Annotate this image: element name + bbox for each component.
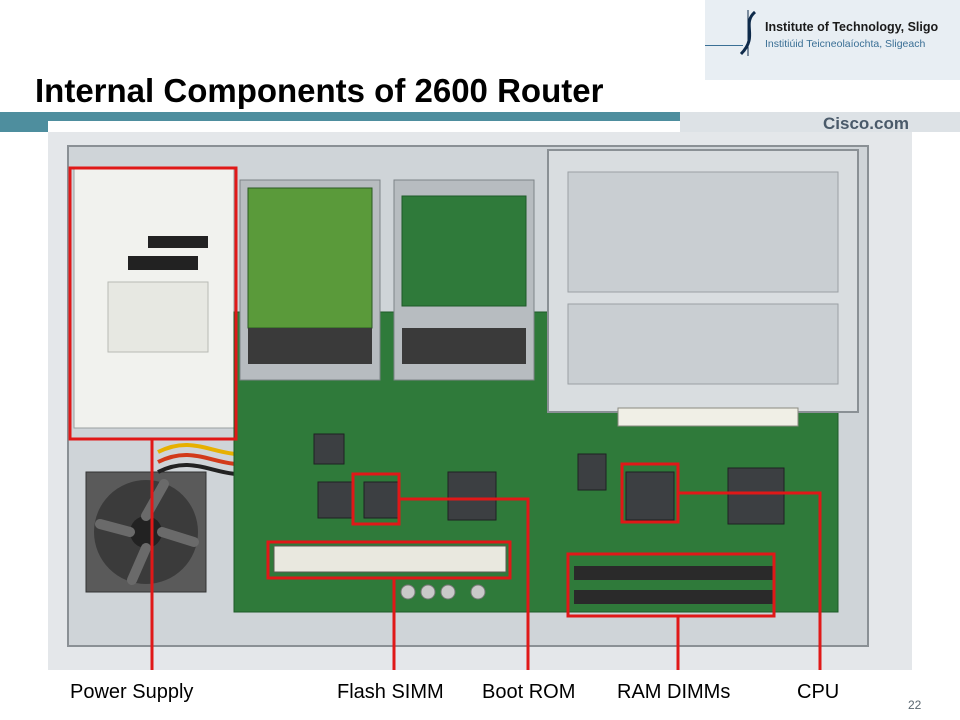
cisco-brand: Cisco.com	[823, 114, 909, 133]
logo-line-1: Institute of Technology, Sligo	[765, 20, 939, 34]
label-cpu: CPU	[797, 681, 840, 703]
router-illustration	[67, 145, 869, 670]
boot-rom-leader	[399, 497, 530, 670]
cpu-leader	[678, 491, 822, 670]
label-flash-simm: Flash SIMM	[337, 681, 444, 703]
label-boot-rom: Boot ROM	[482, 681, 576, 703]
logo-rule	[705, 45, 743, 46]
title-band	[48, 112, 960, 121]
itsligo-swoosh-icon	[739, 10, 757, 56]
router-photo	[48, 132, 912, 670]
title-band-left	[0, 112, 48, 132]
ram-dimms-highlight	[566, 552, 776, 618]
flash-simm-highlight	[266, 540, 512, 580]
label-power-supply: Power Supply	[70, 681, 194, 703]
slide-title: Internal Components of 2600 Router	[35, 72, 604, 109]
page-number: 22	[908, 698, 922, 712]
logo-line-2: Institiúid Teicneolaíochta, Sligeach	[765, 38, 926, 50]
brand-band	[680, 112, 960, 132]
label-ram-dimms: RAM DIMMs	[617, 681, 731, 703]
